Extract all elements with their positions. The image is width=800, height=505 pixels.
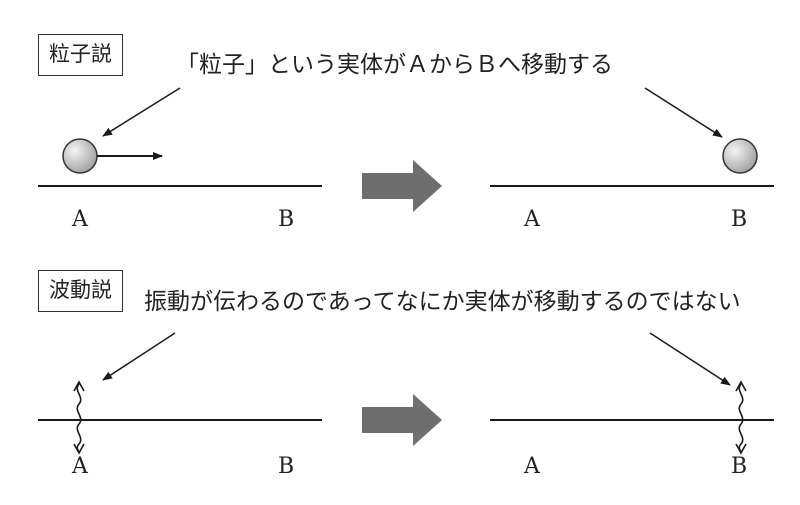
particle-pointer-left — [102, 87, 181, 137]
ball-icon — [722, 138, 758, 174]
point-b-label: B — [731, 207, 748, 232]
big-transition-arrow — [362, 394, 442, 446]
particle-pointer-right — [644, 87, 723, 138]
point-a-label: A — [524, 207, 540, 232]
wavy-double-arrow-icon — [735, 380, 747, 455]
wavy-double-arrow-icon — [73, 380, 85, 455]
wave-theory-label: 波動説 — [38, 270, 123, 312]
wave-pointer-right — [649, 332, 731, 386]
point-a-label: A — [72, 207, 88, 232]
point-b-label: B — [731, 454, 748, 479]
wave-caption: 振動が伝わるのであってなにか実体が移動するのではない — [144, 289, 741, 315]
particle-theory-label: 粒子説 — [38, 34, 123, 76]
point-b-label: B — [278, 207, 295, 232]
ball-icon — [62, 138, 98, 174]
wave-pointer-left — [102, 332, 176, 381]
point-a-label: A — [524, 454, 540, 479]
particle-caption: 「粒子」という実体がＡからＢへ移動する — [176, 52, 613, 78]
particle-section — [38, 87, 774, 212]
wave-section — [38, 332, 774, 455]
point-a-label: A — [72, 454, 88, 479]
big-transition-arrow — [362, 160, 442, 212]
point-b-label: B — [278, 454, 295, 479]
